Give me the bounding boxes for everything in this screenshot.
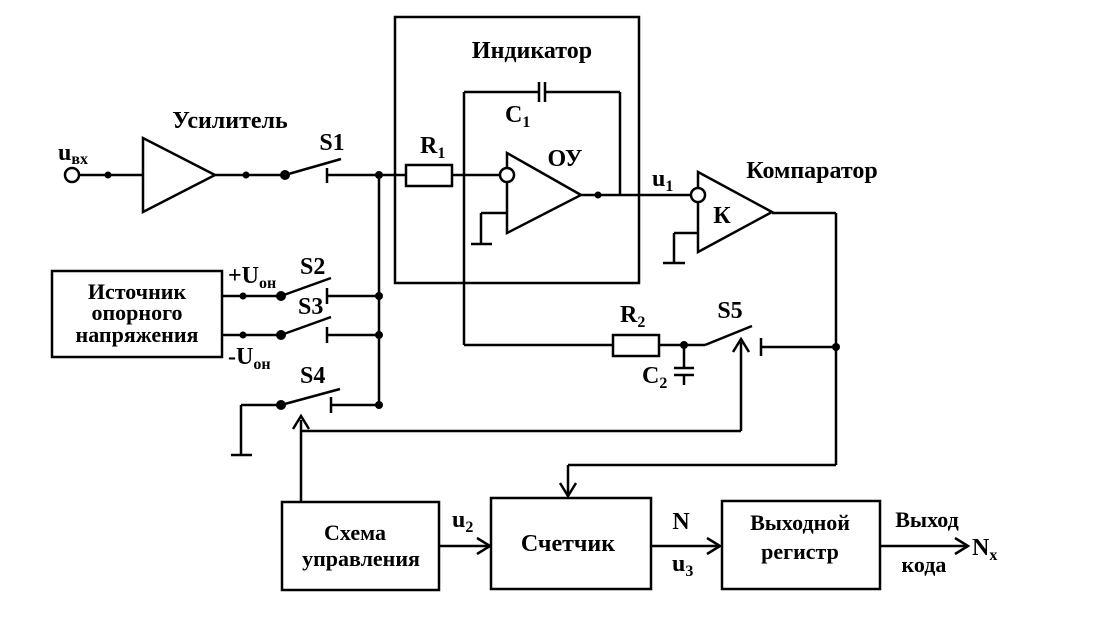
u1-label: u1: [652, 166, 673, 195]
output-label-1: Выход: [895, 507, 959, 532]
nx-label: Nx: [972, 535, 997, 564]
s4-blade: [280, 387, 341, 407]
comparator-inverting-input: [689, 186, 707, 204]
s5-label: S5: [717, 298, 742, 324]
r2-label: R2: [620, 302, 645, 331]
arrow-to-register: [706, 536, 723, 556]
arrow-to-counter: [558, 482, 578, 499]
s1-label: S1: [319, 130, 344, 156]
register-line-2: регистр: [761, 539, 839, 564]
junction-dot: [594, 191, 602, 199]
control-line-2: управления: [302, 546, 420, 571]
s2-label: S2: [300, 254, 325, 280]
u2-label: u2: [452, 507, 473, 536]
r1-resistor: [404, 163, 454, 188]
junction-dot: [239, 292, 247, 300]
s1-blade: [284, 157, 342, 177]
indicator-frame: [393, 15, 641, 285]
s4-label: S4: [300, 363, 325, 389]
comparator-triangle: [696, 169, 775, 255]
opamp-inverting-input: [498, 166, 516, 184]
counter-box: [489, 496, 653, 591]
plus-u-label: +Uон: [228, 263, 276, 292]
input-label: uвх: [58, 140, 88, 168]
junction-dot: [242, 171, 250, 179]
s3-label: S3: [298, 294, 323, 320]
indicator-title: Индикатор: [472, 38, 592, 64]
junction-dot: [239, 331, 247, 339]
counter-label: Счетчик: [521, 531, 615, 557]
amplifier-label: Усилитель: [172, 108, 288, 134]
s5-blade: [704, 324, 753, 347]
arrow-to-s5: [731, 336, 751, 353]
input-terminal: [63, 166, 81, 184]
arrow-output: [954, 536, 971, 556]
comparator-label: Компаратор: [746, 158, 877, 184]
amplifier-triangle: [141, 135, 218, 215]
arrow-to-s4: [291, 413, 311, 430]
output-register-box: [720, 499, 882, 591]
reference-source-box: [50, 269, 224, 359]
s2-blade: [280, 276, 332, 298]
c2-label: C2: [642, 363, 667, 392]
r1-label: R1: [420, 133, 445, 162]
r2-resistor: [611, 333, 661, 358]
n-label: N: [672, 509, 690, 535]
reference-line-1: Источник: [88, 279, 187, 304]
reference-line-3: напряжения: [76, 322, 199, 347]
output-label-2: кода: [902, 552, 947, 577]
c1-label: C1: [505, 102, 530, 131]
junction-dot: [104, 171, 112, 179]
control-scheme-box: [280, 500, 441, 592]
comparator-k-label: К: [713, 203, 731, 229]
register-line-1: Выходной: [750, 510, 850, 535]
s3-blade: [280, 315, 332, 337]
reference-line-2: опорного: [91, 300, 182, 325]
control-line-1: Схема: [324, 520, 386, 545]
opamp-triangle: [505, 150, 584, 236]
u3-label: u3: [672, 551, 693, 580]
minus-u-label: -Uон: [228, 344, 271, 373]
opamp-label: ОУ: [548, 146, 583, 172]
